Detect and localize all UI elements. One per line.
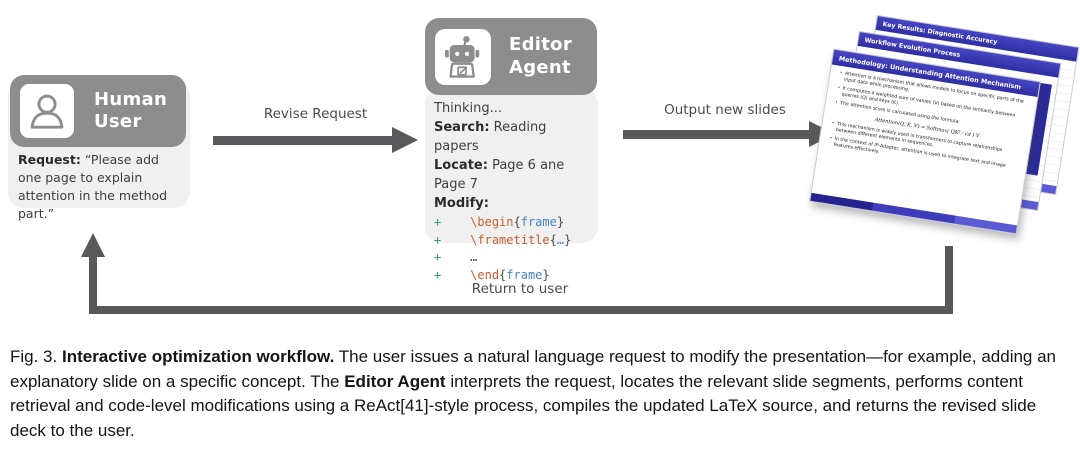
code-line: + \end{frame} (434, 267, 594, 285)
robot-icon (445, 35, 480, 78)
code-indent (441, 233, 470, 247)
latex-argument: frame (506, 267, 543, 282)
figure-caption: Fig. 3. Interactive optimization workflo… (10, 345, 1072, 444)
output-new-slides-label: Output new slides (664, 102, 786, 118)
code-line: + \frametitle{…} (434, 232, 594, 250)
latex-diff-block: + \begin{frame} + \frametitle{…} + … + \… (434, 214, 594, 284)
return-to-user-label: Return to user (471, 281, 569, 297)
output-new-slides-arrow (623, 120, 835, 148)
open-brace: { (499, 267, 507, 282)
slide-deck-stack: Key Results: Diagnostic Accuracy Workflo… (809, 14, 1080, 260)
latex-command: \end (470, 267, 500, 282)
caption-fig-number: Fig. 3. (10, 347, 62, 366)
human-user-title: Human User (94, 89, 167, 134)
request-value: “Please add one page to explain attentio… (18, 152, 168, 222)
status-thinking: Thinking... (434, 101, 503, 116)
code-line: + … (434, 249, 594, 267)
locate-value: Page 6 ane Page 7 (434, 158, 565, 192)
bullet-marker-icon: • (839, 70, 843, 76)
return-arrow-right-vertical (945, 246, 953, 314)
human-user-header: Human User (10, 75, 186, 147)
editor-agent-icon (435, 28, 491, 85)
modify-label: Modify: (434, 196, 489, 211)
search-label: Search: (434, 120, 490, 135)
diff-plus: + (434, 232, 442, 247)
open-brace: { (549, 232, 557, 247)
latex-command: \begin (470, 215, 514, 229)
code-indent (441, 268, 470, 282)
caption-editor-agent: Editor Agent (344, 371, 446, 391)
human-user-icon (20, 84, 74, 138)
arrow-head (392, 127, 418, 153)
diff-plus: + (434, 250, 442, 264)
close-brace: } (564, 232, 572, 247)
latex-command: \frametitle (470, 232, 550, 247)
request-label: Request: (18, 152, 81, 167)
search-value: Reading papers (434, 120, 547, 154)
slide-front: Methodology: Understanding Attention Mec… (809, 48, 1041, 235)
diff-plus: + (434, 267, 442, 282)
status-search: Search: Reading papers (434, 118, 594, 156)
ellipsis-token: … (470, 250, 478, 264)
open-brace: { (513, 215, 521, 229)
editor-output-box (425, 88, 598, 243)
slide-front-footer (810, 192, 1018, 234)
status-locate: Locate: Page 6 ane Page 7 (434, 156, 594, 194)
caption-title: Interactive optimization workflow. (61, 347, 335, 366)
human-title-line1: Human (94, 88, 168, 110)
return-arrow-head (81, 233, 105, 257)
caption-text: interprets the request, locates the rele… (10, 371, 1037, 440)
editor-title-line2: Agent (509, 56, 571, 78)
editor-agent-title: Editor Agent (509, 34, 572, 79)
arrow-shaft (623, 130, 809, 139)
close-brace: } (556, 215, 565, 229)
revise-request-label: Revise Request (263, 106, 368, 122)
status-modify: Modify: (434, 194, 594, 213)
person-icon (30, 94, 64, 129)
code-indent (441, 215, 470, 229)
bullet-marker-icon: • (836, 85, 841, 91)
diff-plus: + (434, 215, 442, 229)
latex-argument: … (556, 232, 565, 247)
close-brace: } (542, 267, 550, 282)
bullet-marker-icon: • (831, 120, 835, 127)
editor-title-line1: Editor (509, 34, 572, 55)
bullet-marker-icon: • (828, 136, 833, 142)
human-title-line2: User (94, 111, 142, 132)
editor-status-lines: Thinking... Search: Reading papers Locat… (434, 99, 594, 284)
latex-argument: frame (520, 215, 557, 229)
editor-agent-header: Editor Agent (425, 18, 597, 95)
bullet-marker-icon: • (834, 100, 838, 107)
return-arrow-horizontal (89, 306, 953, 314)
revise-request-arrow (213, 126, 418, 154)
code-indent (441, 250, 470, 264)
caption-text: The user issues a natural language reque… (10, 347, 1057, 391)
return-arrow-left-vertical (89, 255, 97, 314)
code-line: + \begin{frame} (434, 214, 594, 232)
arrow-shaft (213, 136, 392, 145)
locate-label: Locate: (434, 158, 488, 173)
human-request-text: Request: “Please add one page to explain… (18, 151, 184, 224)
